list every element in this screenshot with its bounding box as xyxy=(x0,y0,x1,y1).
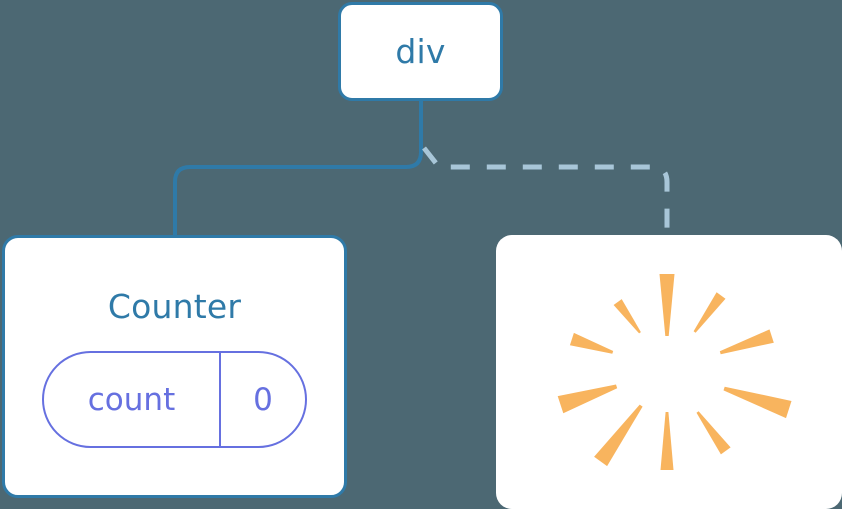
burst-ray-1 xyxy=(693,292,726,333)
burst-ray-8 xyxy=(569,332,614,354)
node-div[interactable]: div xyxy=(338,2,503,101)
burst-ray-7 xyxy=(557,384,618,414)
sparkle-burst-icon xyxy=(557,274,792,470)
burst-ray-4 xyxy=(696,411,731,455)
burst-ray-2 xyxy=(719,329,774,355)
edge-root-to-counter xyxy=(173,99,423,238)
state-key-label: count xyxy=(44,353,221,446)
burst-ray-5 xyxy=(660,412,674,470)
state-pill-count[interactable]: count 0 xyxy=(42,351,307,448)
node-counter[interactable]: Counter count 0 xyxy=(2,235,347,498)
node-div-label: div xyxy=(395,32,446,71)
burst-ray-3 xyxy=(723,386,792,419)
edge-root-to-rerender xyxy=(422,146,670,236)
burst-ray-6 xyxy=(594,404,643,467)
burst-ray-9 xyxy=(613,299,641,334)
state-value-label: 0 xyxy=(253,381,273,418)
node-counter-label: Counter xyxy=(107,287,242,326)
burst-ray-0 xyxy=(659,274,675,336)
node-rerender[interactable] xyxy=(496,235,842,509)
